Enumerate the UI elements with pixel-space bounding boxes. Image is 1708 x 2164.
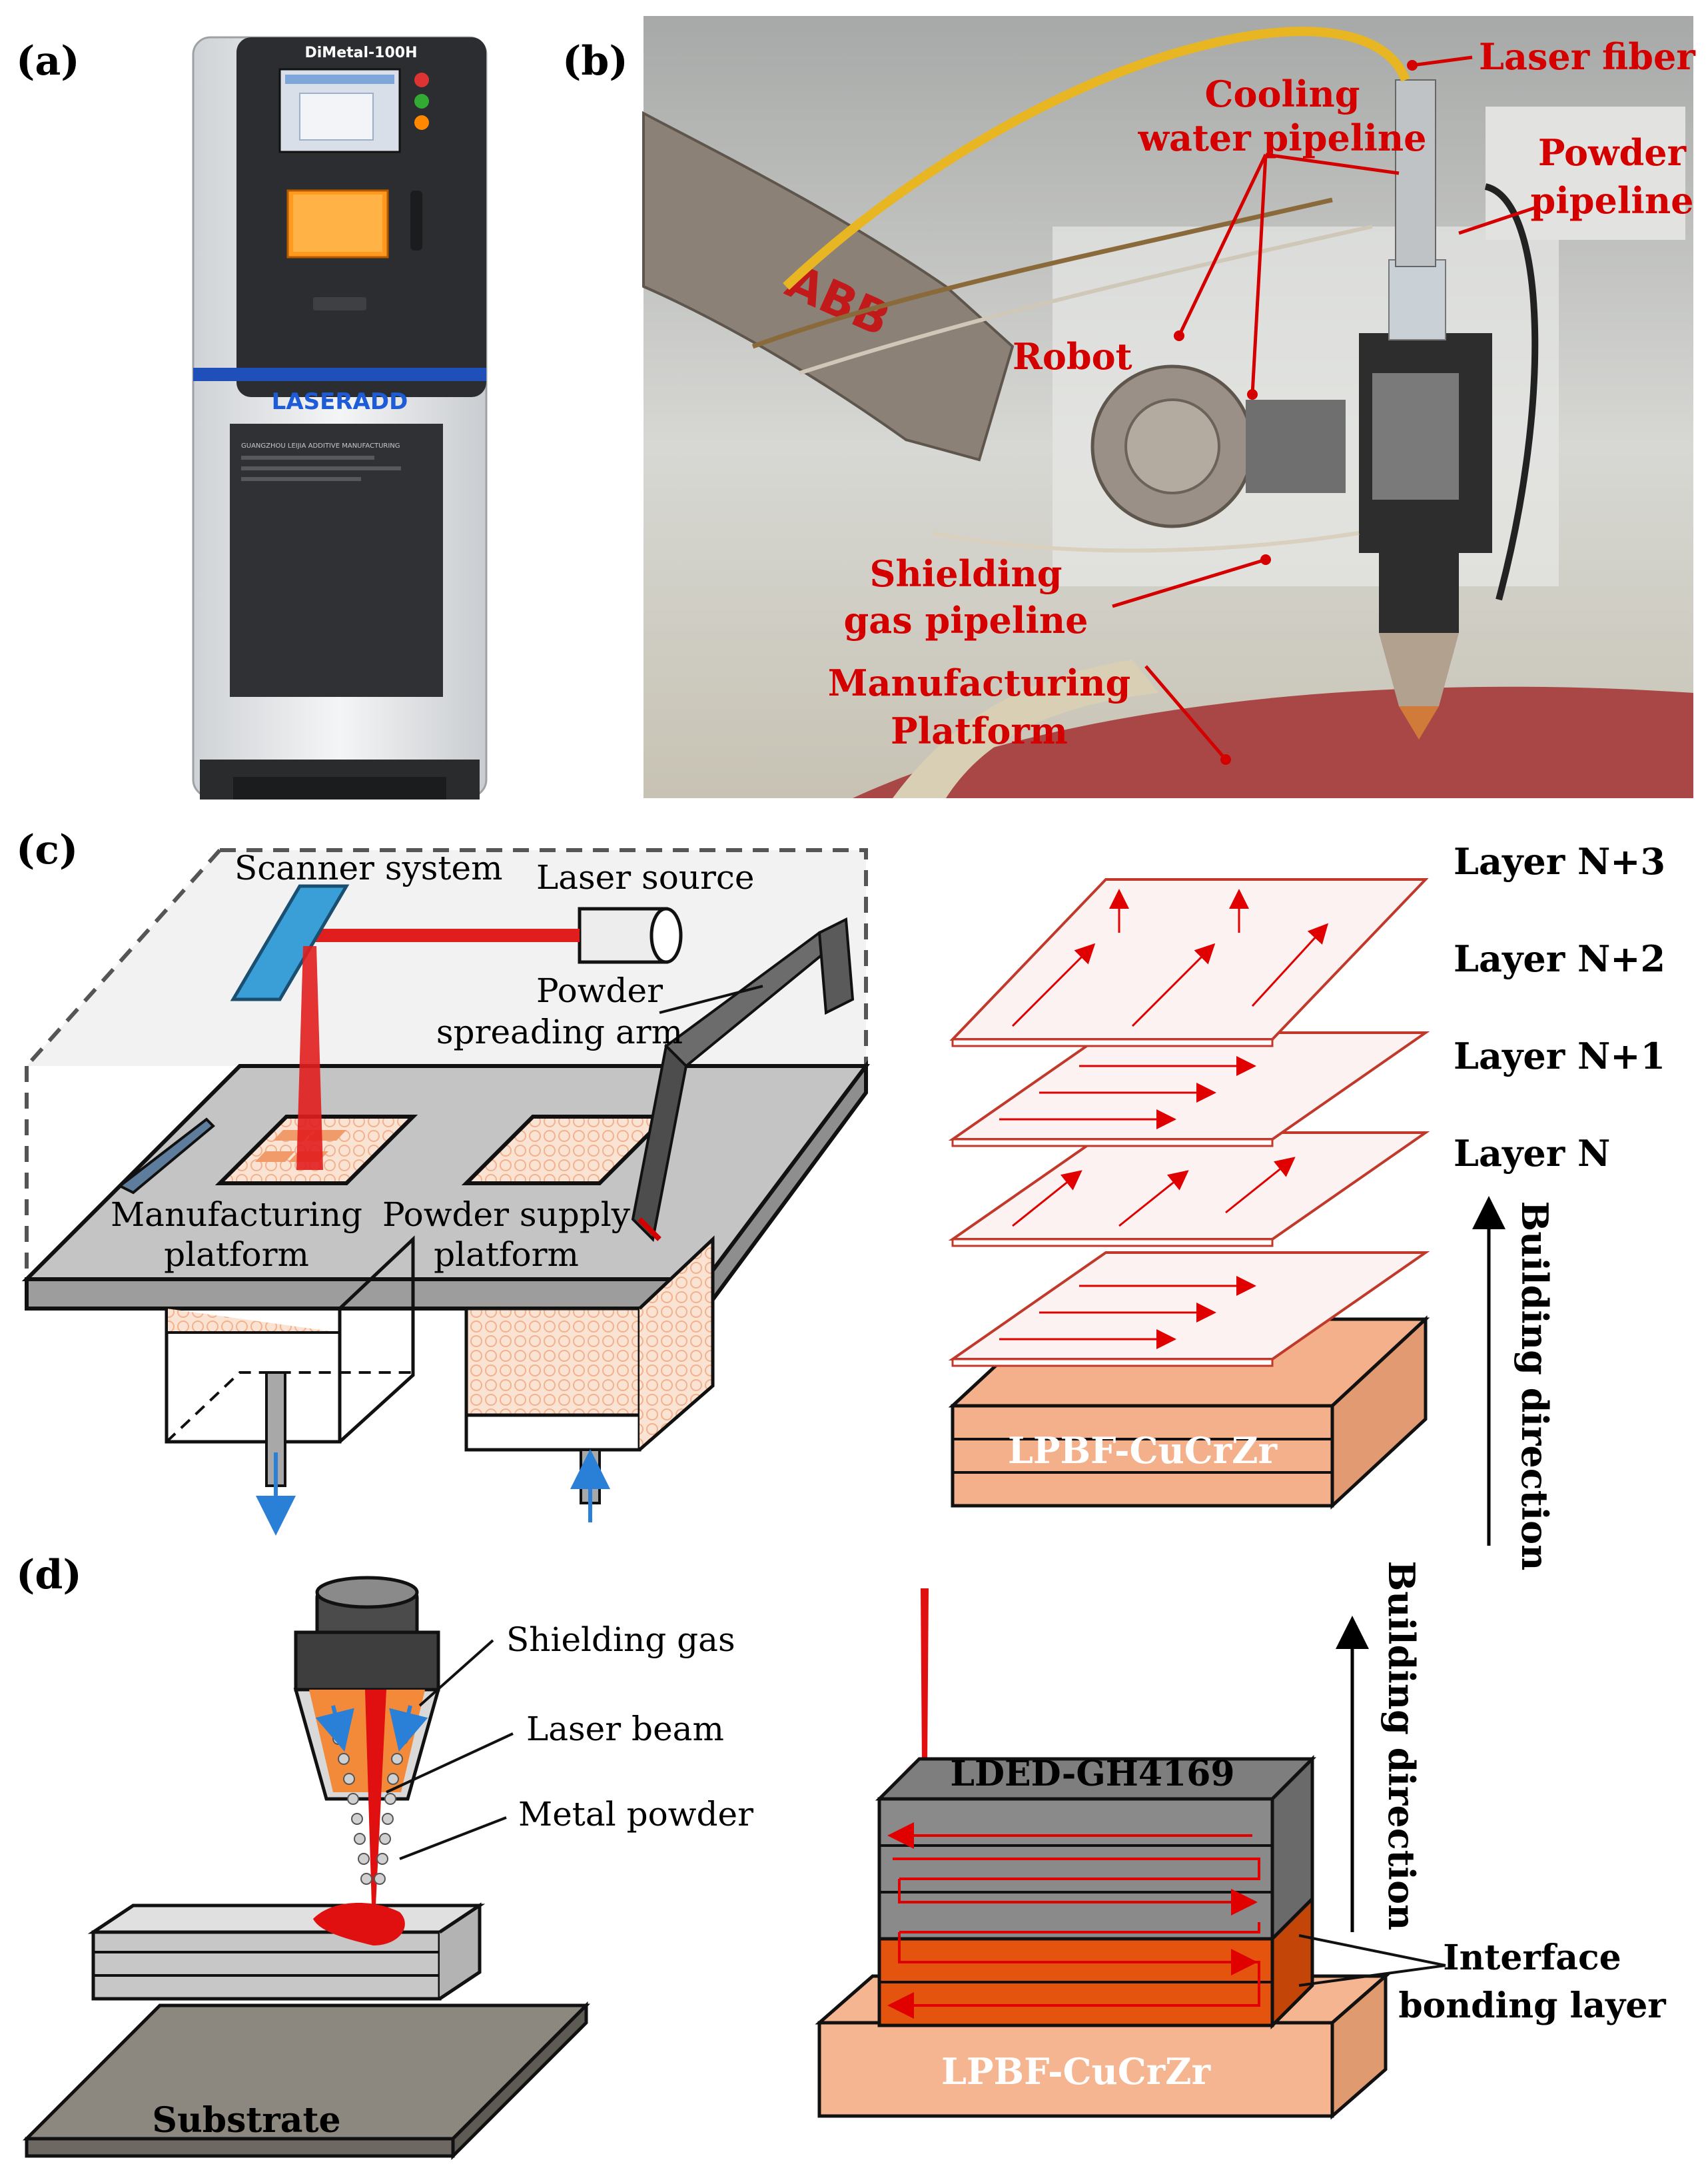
label-scanner-system: Scanner system (234, 849, 503, 887)
label-lpbf-substrate-c: LPBF-CuCrZr (1008, 1429, 1278, 1472)
start-button (414, 94, 429, 109)
callout-cooling-line2: water pipeline (1137, 117, 1426, 159)
panel-label-d: (d) (16, 1552, 82, 1598)
label-mfg-platform-line1: Manufacturing (111, 1195, 362, 1234)
brand-logo: LASERADD (272, 388, 408, 415)
callout-laser-fiber: Laser fiber (1479, 35, 1695, 78)
layer-label-n1: Layer N+1 (1454, 1035, 1665, 1077)
lded-deposit-block (815, 1588, 1446, 2120)
layer-label-n3: Layer N+3 (1454, 840, 1665, 883)
machine-model: DiMetal-100H (305, 45, 418, 61)
lower-panel (230, 424, 443, 697)
panel-label-b: (b) (562, 38, 628, 85)
label-powder-arm-line2: spreading arm (436, 1013, 683, 1051)
robot-photo: ABB (642, 16, 1693, 798)
lpbf-machine-schematic (21, 848, 870, 1536)
callout-powder-line2: pipeline (1530, 179, 1693, 222)
callout-cooling-line1: Cooling (1204, 73, 1360, 115)
callout-platform-line1: Manufacturing (828, 662, 1131, 704)
label-lded-deposit: LDED-GH4169 (950, 1754, 1234, 1794)
blue-light-strip (193, 368, 486, 381)
panel-label-c: (c) (16, 827, 78, 873)
stop-button (414, 73, 429, 87)
label-building-direction-c: Building direction (1513, 1201, 1556, 1571)
label-shielding-gas: Shielding gas (506, 1620, 735, 1659)
layer-label-n: Layer N (1454, 1132, 1610, 1175)
panel-label-a: (a) (16, 38, 80, 85)
panel-caption: GUANGZHOU LEIJIA ADDITIVE MANUFACTURING (241, 442, 400, 450)
callout-platform-line2: Platform (891, 710, 1068, 752)
label-building-direction-d: Building direction (1380, 1561, 1423, 1931)
label-supply-platform-line2: platform (434, 1235, 579, 1274)
printer-cabinet: DiMetal-100H LASERADD GUANGZHOU LEIJIA A… (192, 36, 488, 800)
label-mfg-platform-line2: platform (164, 1235, 309, 1274)
label-metal-powder: Metal powder (518, 1795, 753, 1834)
label-laser-source: Laser source (536, 858, 755, 897)
lded-nozzle-schematic (22, 1576, 591, 2161)
label-supply-platform-line1: Powder supply (382, 1195, 631, 1234)
label-lpbf-base-d: LPBF-CuCrZr (941, 2050, 1211, 2093)
label-interface-line2: bonding layer (1398, 1985, 1666, 2026)
callout-powder-line1: Powder (1538, 131, 1687, 174)
label-laser-beam: Laser beam (526, 1710, 724, 1748)
scan-layer-n2 (948, 1031, 1430, 1147)
scan-layer-n (948, 1251, 1430, 1367)
callout-robot: Robot (1013, 335, 1132, 378)
pause-button (414, 115, 429, 130)
label-substrate: Substrate (152, 2100, 340, 2141)
callout-shielding-line1: Shielding (870, 552, 1063, 595)
scan-layer-n1 (948, 1131, 1430, 1247)
label-powder-arm-line1: Powder (536, 971, 663, 1010)
label-interface-line1: Interface (1443, 1937, 1621, 1978)
callout-shielding-line2: gas pipeline (844, 599, 1088, 642)
scan-layer-n3 (949, 878, 1429, 1047)
layer-label-n2: Layer N+2 (1454, 937, 1665, 980)
scan-layer-stack (948, 878, 1505, 1546)
